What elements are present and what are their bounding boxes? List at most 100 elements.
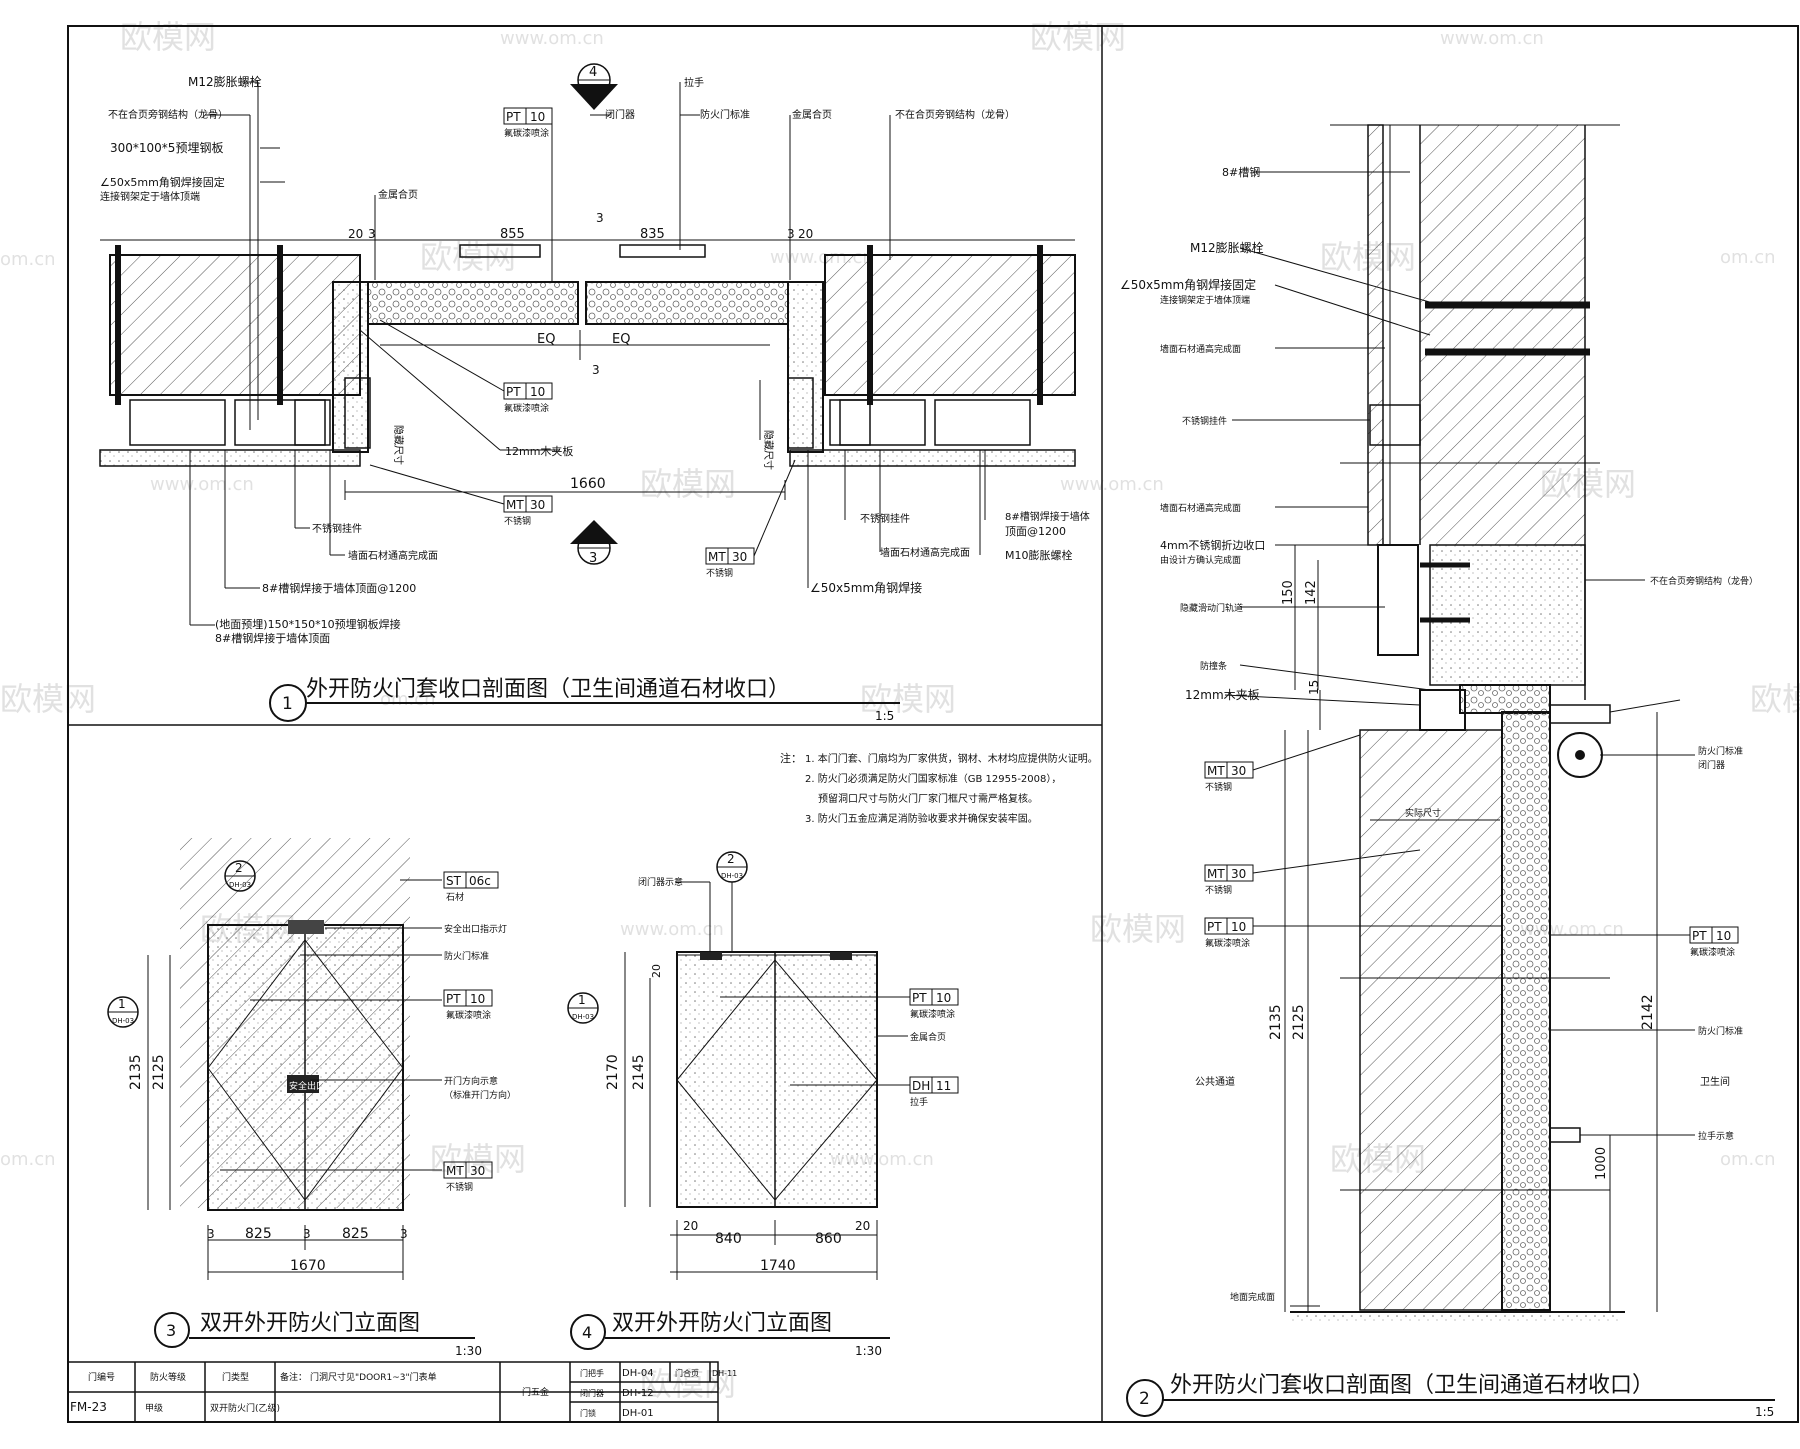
room-right: 卫生间 [1700, 1075, 1730, 1088]
dim-gap-2: 3 [592, 363, 600, 377]
watermark-url: www.om.cn [620, 919, 724, 940]
pull-handle-icon [1549, 1127, 1581, 1143]
svg-text:10: 10 [470, 992, 485, 1006]
label-sliding-track: 隐藏滑动门轨道 [1180, 602, 1243, 614]
tag-pt10: PT 10 氟碳漆喷涂 [1204, 917, 1502, 949]
col-door-no: 门编号 [88, 1371, 115, 1383]
dim-h: 20 [683, 1219, 698, 1233]
door-leaf-left [367, 281, 579, 325]
dim-h: 825 [245, 1226, 272, 1242]
dim-v: 150 [1281, 580, 1296, 605]
label-fire-door-std-2: 防火门标准 [1698, 1025, 1743, 1037]
label-design-confirm: 由设计方确认完成面 [1160, 554, 1241, 566]
tag-pt10: PT 10 氟碳漆喷涂 [503, 107, 553, 282]
dim-h: 860 [815, 1231, 842, 1247]
panel-2-number: 2 [1139, 1389, 1150, 1409]
svg-text:2: 2 [727, 852, 735, 866]
watermark-logo: 欧模网 [1090, 910, 1186, 948]
detail-ref-left: 1 DH-03 [567, 992, 599, 1024]
label-m10-bolt: M10膨胀螺栓 [1005, 548, 1073, 562]
watermark-logo: 欧模网 [430, 1140, 526, 1178]
remark-text: 门洞尺寸见"DOOR1~3"门表单 [310, 1371, 437, 1383]
watermark-url: om.cn [0, 1149, 56, 1170]
dim-leaf-a: 855 [500, 227, 525, 242]
room-left: 公共通道 [1195, 1075, 1235, 1088]
svg-text:ST: ST [446, 874, 462, 888]
label-exit-light: 安全出口指示灯 [444, 923, 507, 935]
svg-text:氟碳漆喷涂: 氟碳漆喷涂 [1205, 937, 1250, 949]
label-channel-r: 8#槽钢焊接于墙体 [1005, 510, 1090, 523]
dim-v: 2145 [631, 1054, 647, 1090]
tag-mt30: MT 30 不锈钢 [369, 464, 553, 527]
svg-text:30: 30 [1231, 764, 1246, 778]
svg-text:10: 10 [1231, 920, 1246, 934]
tag-pt10: PT 10 氟碳漆喷涂 [1550, 926, 1739, 958]
door-leaf-right [585, 281, 789, 325]
label-closer: 闭门器示意 [638, 876, 683, 888]
door-schedule-block: 门编号 防火等级 门类型 备注： 门洞尺寸见"DOOR1~3"门表单 FM-23… [67, 1361, 737, 1423]
svg-text:MT: MT [1207, 764, 1225, 778]
svg-text:不锈钢: 不锈钢 [706, 567, 733, 579]
watermark-url: om.cn [1720, 247, 1776, 268]
watermark-logo: 欧模网 [0, 680, 96, 718]
svg-text:不锈钢: 不锈钢 [446, 1181, 473, 1193]
hardware-label: 门五金 [522, 1386, 549, 1398]
dim-v: 2135 [1268, 1004, 1284, 1040]
dim-total: 1740 [760, 1258, 796, 1274]
label-ss-hanger-r: 不锈钢挂件 [860, 512, 910, 525]
svg-text:PT: PT [912, 991, 927, 1005]
label-steel-frame-r: 不在合页旁钢结构（龙骨） [895, 108, 1015, 121]
dim-v: 2142 [1640, 994, 1656, 1030]
svg-text:DH-03: DH-03 [229, 881, 251, 889]
panel-1-title-block: 1 外开防火门套收口剖面图（卫生间通道石材收口） 1:5 [269, 677, 900, 723]
exit-indicator-light [288, 920, 324, 934]
svg-text:氟碳漆喷涂: 氟碳漆喷涂 [446, 1009, 491, 1021]
label-connect-frame: 连接钢架定于墙体顶端 [100, 190, 200, 203]
label-hidden-dim: 隐藏尺寸 [392, 425, 405, 465]
label-plywood: 12mm木夹板 [1185, 688, 1260, 702]
label-stone-finish: 墙面石材通高完成面 [1160, 343, 1241, 355]
label-hidden-dim: 隐藏尺寸 [762, 430, 775, 470]
general-notes: 注： 1. 本门门套、门扇均为厂家供货，钢材、木材均应提供防火证明。 2. 防火… [780, 751, 1098, 825]
dim-eq-2: EQ [612, 332, 630, 347]
label-angle-steel: ∠50x5mm角钢焊接固定 [1120, 277, 1256, 292]
watermark-url: www.om.cn [1060, 474, 1164, 495]
panel-4-elevation: 2170 2145 20 20 840 860 20 1740 2 DH-03 … [567, 851, 959, 1358]
hw-name: 门合页 [675, 1368, 699, 1378]
door-elevation-4 [676, 951, 878, 1208]
hw-name: 门把手 [580, 1368, 604, 1378]
section-mark-3: 3 [570, 520, 618, 566]
dim-v: 2125 [151, 1054, 167, 1090]
label-channel-steel: 8#槽钢焊接于墙体顶面@1200 [262, 581, 416, 595]
dim-v: 1000 [1594, 1147, 1609, 1180]
svg-text:氟碳漆喷涂: 氟碳漆喷涂 [910, 1008, 955, 1020]
lower-wall-section [1360, 730, 1502, 1310]
dim-v: 2125 [1291, 1004, 1307, 1040]
tag-pt10: PT 10 氟碳漆喷涂 [379, 319, 553, 414]
col-fire-rating: 防火等级 [150, 1371, 186, 1383]
svg-text:3: 3 [589, 551, 597, 566]
panel-3-title-block: 3 双开外开防火门立面图 1:30 [154, 1311, 482, 1358]
watermark-url: om.cn [0, 249, 56, 270]
exit-sign-text: 安全出口 [289, 1080, 325, 1092]
right-door-jamb [787, 281, 824, 453]
door-type-value: 双开防火门(乙级) [210, 1402, 280, 1414]
svg-text:1: 1 [578, 993, 586, 1007]
label-ss-edge: 4mm不锈钢折边收口 [1160, 538, 1265, 552]
svg-text:11: 11 [936, 1079, 951, 1093]
panel-4-title-block: 4 双开外开防火门立面图 1:30 [570, 1311, 890, 1358]
left-wall-section [109, 254, 361, 396]
upper-wall-section [1420, 125, 1585, 545]
label-stone-finish-r: 墙面石材通高完成面 [880, 546, 970, 559]
watermark-logo: 欧模网 [860, 680, 956, 718]
door-handle [619, 244, 706, 258]
svg-text:不锈钢: 不锈钢 [504, 515, 531, 527]
notes-line: 1. 本门门套、门扇均为厂家供货，钢材、木材均应提供防火证明。 [805, 752, 1098, 765]
label-ss-hanger: 不锈钢挂件 [1182, 415, 1227, 427]
svg-text:PT: PT [1692, 929, 1707, 943]
label-bumper: 防撞条 [1200, 660, 1227, 672]
label-open-direction: 开门方向示意 [444, 1075, 498, 1087]
svg-text:DH-03: DH-03 [721, 872, 743, 880]
svg-text:1: 1 [118, 997, 126, 1011]
notes-line: 3. 防火门五金应满足消防验收要求并确保安装牢固。 [805, 812, 1038, 825]
